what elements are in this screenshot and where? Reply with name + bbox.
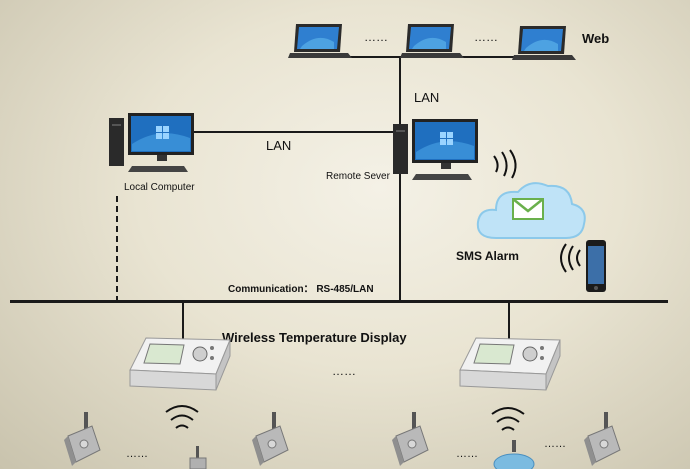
wireless-sensor-icon [392, 412, 429, 466]
wireless-sensor-icon [493, 440, 535, 469]
web-label: Web [582, 31, 610, 46]
communication-label: Communication： RS-485/LAN [228, 284, 374, 295]
sms-alarm-label: SMS Alarm [456, 249, 519, 263]
display-dots: …… [332, 364, 356, 378]
wireless-sensor-icon [252, 412, 289, 466]
wireless-sensor-icon [584, 412, 621, 466]
lan-label-top: LAN [414, 90, 440, 105]
display-drop-line-right [508, 303, 510, 339]
web-dots-2: …… [474, 30, 498, 44]
wifi-signal-icon [560, 243, 581, 273]
laptop-icon [288, 24, 352, 58]
remote-server-label: Remote Sever [326, 171, 390, 182]
sensor-dots-2: …… [456, 448, 478, 460]
server-uplink-line [399, 56, 401, 301]
sensor-dots-1: …… [126, 448, 148, 460]
sensor-dots-3: …… [544, 438, 566, 450]
laptop-icon [512, 26, 576, 60]
wifi-signal-icon [493, 149, 517, 179]
mobile-phone-icon [586, 240, 606, 292]
main-bus-line [10, 300, 668, 303]
wireless-display-label: Wireless Temperature Display [222, 330, 407, 345]
laptop-icon [400, 24, 464, 58]
envelope-icon [512, 198, 544, 220]
wifi-signal-icon [491, 407, 525, 431]
wireless-sensor-icon [189, 446, 207, 469]
desktop-computer-icon [109, 113, 194, 172]
wifi-signal-icon [165, 405, 199, 429]
local-computer-dashed-line [116, 196, 118, 302]
desktop-computer-icon [393, 119, 478, 180]
web-dots-1: …… [364, 30, 388, 44]
local-computer-label: Local Computer [124, 182, 195, 193]
lan-label-mid: LAN [266, 138, 292, 153]
temperature-display-icon [459, 337, 561, 391]
wireless-sensor-icon [64, 412, 101, 466]
display-drop-line-left [182, 303, 184, 341]
temperature-display-icon [129, 337, 231, 391]
lan-link-line [192, 131, 400, 133]
